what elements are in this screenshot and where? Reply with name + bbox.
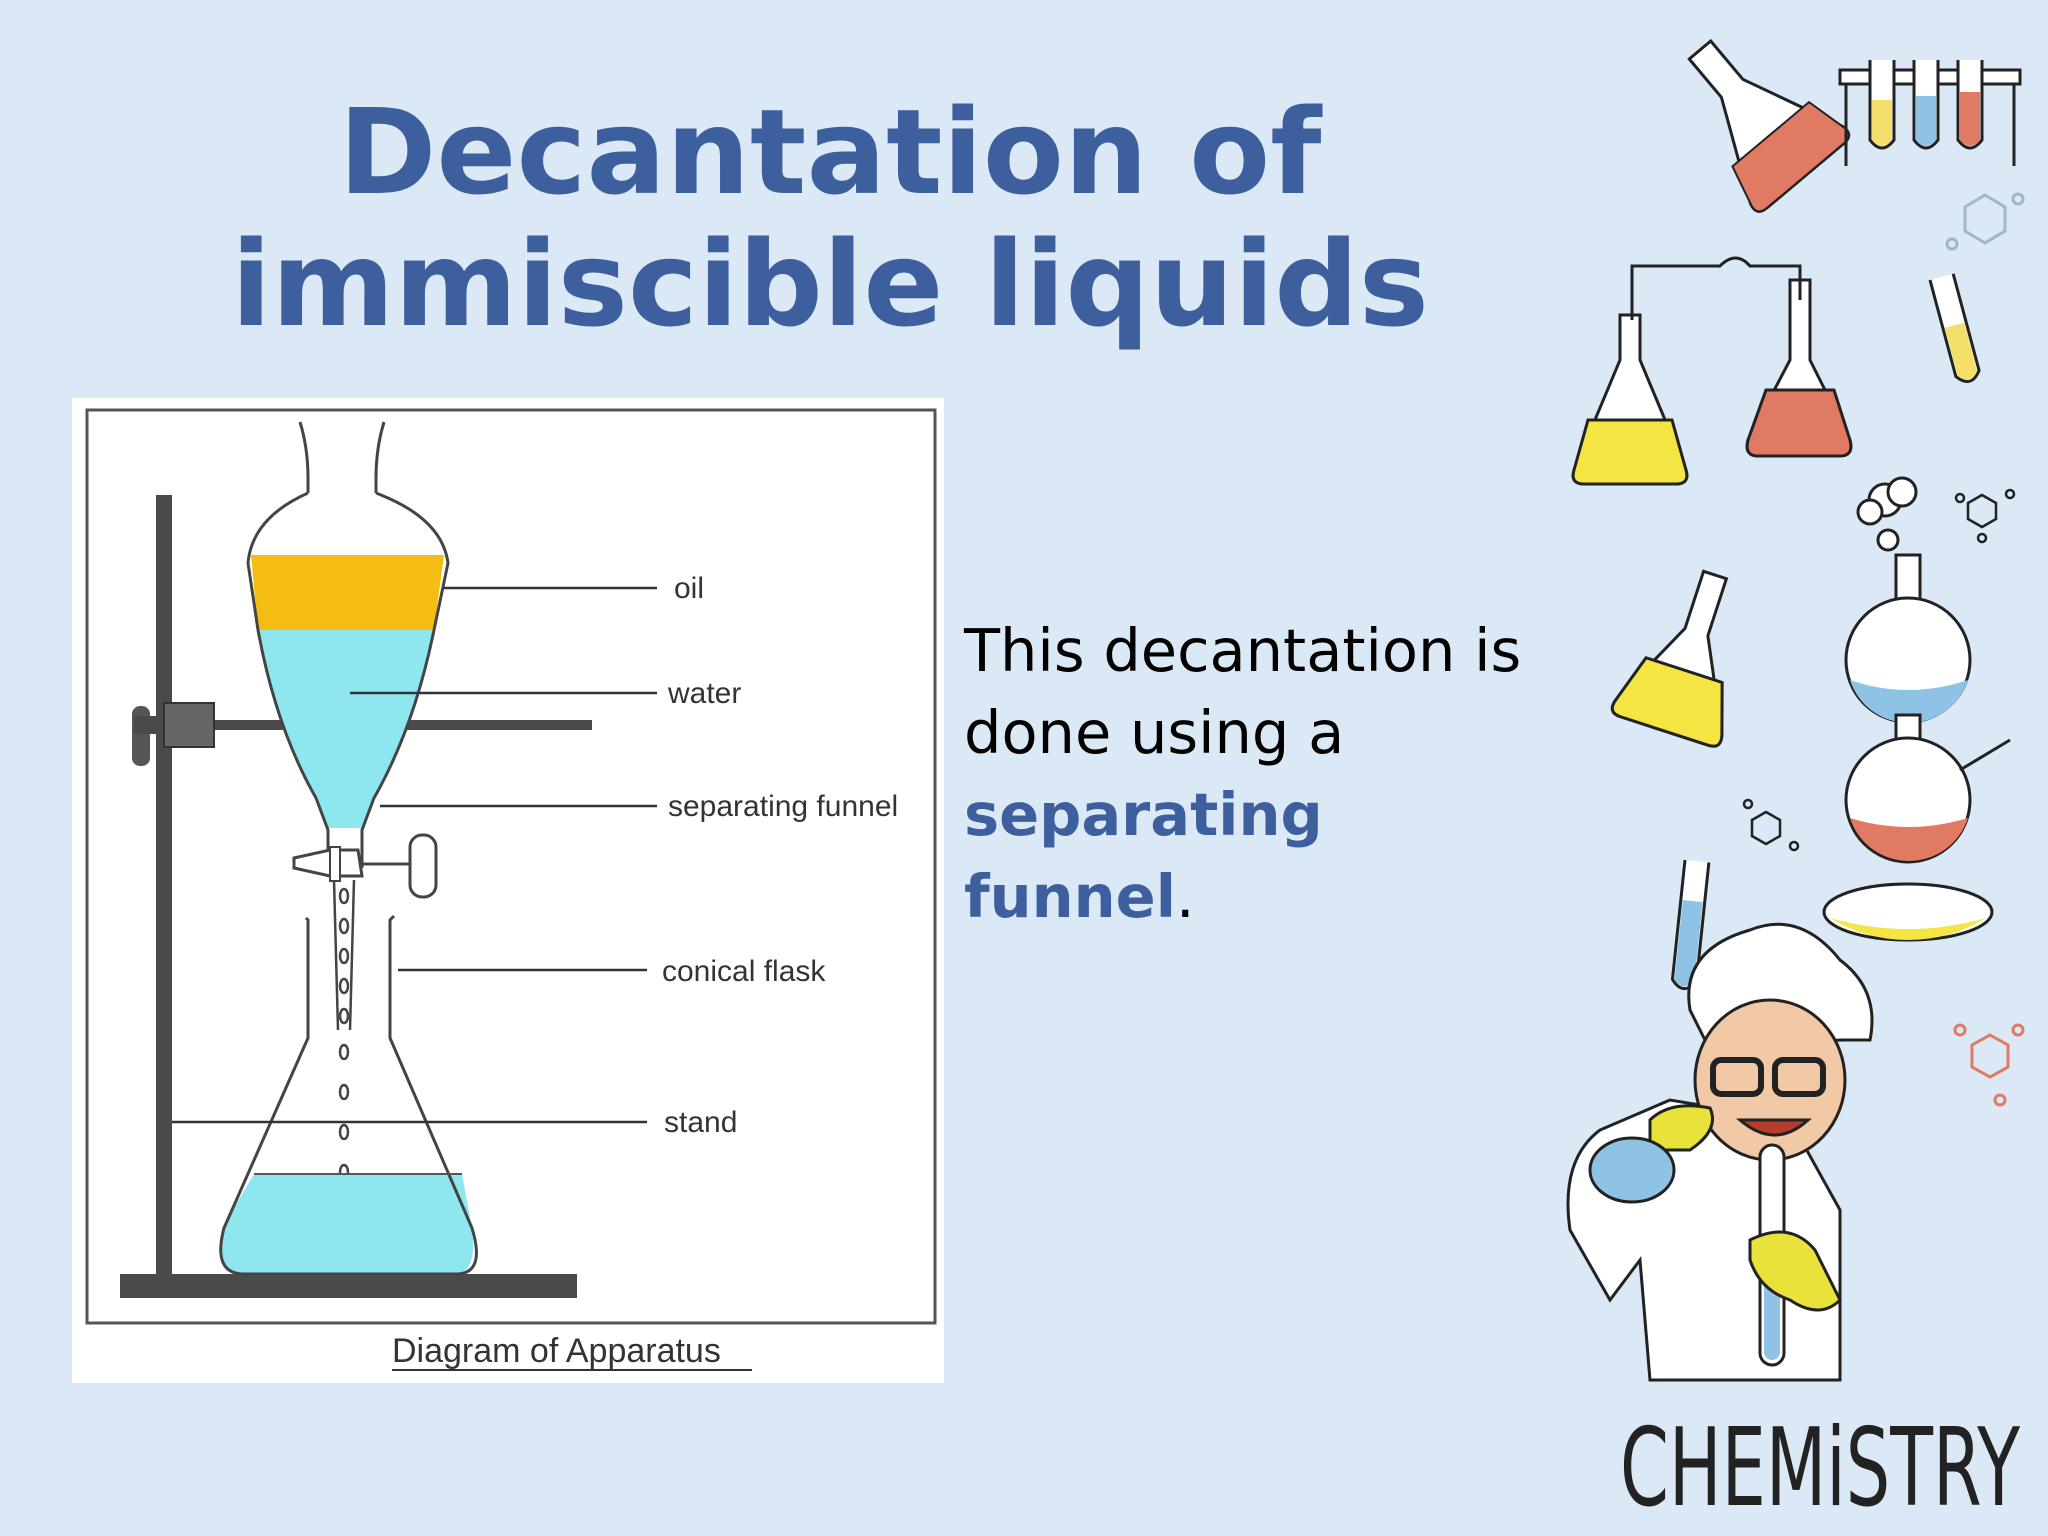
molecule-red-icon [1953,1023,2025,1107]
stand-clamp-block [163,702,215,748]
stopcock-handle [408,833,438,899]
label-separating-funnel: separating funnel [668,790,898,823]
glove-right [1748,1230,1842,1312]
mouth [1735,1118,1812,1137]
title-line-1: Decantation of [338,83,1322,221]
test-tube-rack-icon [1838,60,2022,166]
water-drop [338,887,350,905]
label-conical-flask: conical flask [662,955,826,988]
funnel-stem [332,879,356,1031]
label-oil: oil [674,572,704,605]
water-drop [338,1043,350,1061]
scientist-illustration [1566,922,1874,1382]
molecule-icon [1945,192,2025,251]
title-line-2: immiscible liquids [231,215,1429,353]
label-stand: stand [664,1106,737,1139]
body-text-plain: This decantation is done using a [964,616,1522,767]
test-tube-yellow-icon [1928,273,1981,384]
held-flask [1588,1136,1676,1204]
stand-rod [156,495,172,1295]
chemistry-logo-text: CHEMiSTRY [1620,1406,2021,1531]
funnel-oil-layer [251,555,444,630]
molecule-small-icon [1954,488,2016,544]
round-flasks-icon [1822,553,2011,942]
smoke-cloud-icon [1856,476,1918,552]
glove-left [1648,1104,1714,1152]
water-drop [338,947,350,965]
slide-title: Decantation of immiscible liquids [60,86,1600,350]
tilted-flask-icon [1687,38,1851,213]
funnel-water-layer [258,630,434,828]
glasses-right [1772,1057,1826,1097]
chemistry-decoration: CHEMiSTRY [1566,38,2025,1531]
diagram-frame [85,408,937,1325]
water-drop [338,977,350,995]
water-drop [338,1007,350,1025]
flask-water [220,1174,474,1274]
molecule-mid-icon [1742,798,1800,852]
label-water: water [667,677,741,710]
body-text-period: . [1175,862,1195,931]
water-drop [338,917,350,935]
glasses-left [1710,1057,1764,1097]
body-paragraph: This decantation is done using a separat… [964,610,1524,938]
stand-boss-head [132,706,150,766]
water-drop [338,1083,350,1101]
connected-flasks-icon [1571,256,1853,486]
apparatus-diagram: oil water separating funnel conical flas… [72,398,944,1383]
diagram-caption: Diagram of Apparatus [392,1332,721,1370]
yellow-flask-icon [1610,569,1729,748]
flask-outline [219,914,478,1276]
funnel-body-outline [246,491,450,868]
stand-base [120,1274,577,1298]
apparatus-diagram-svg: oil water separating funnel conical flas… [85,408,937,1371]
funnel-neck [298,421,386,493]
body-text-highlight: separating funnel [964,780,1323,931]
water-drop [338,1123,350,1141]
stopcock-key [329,846,341,882]
